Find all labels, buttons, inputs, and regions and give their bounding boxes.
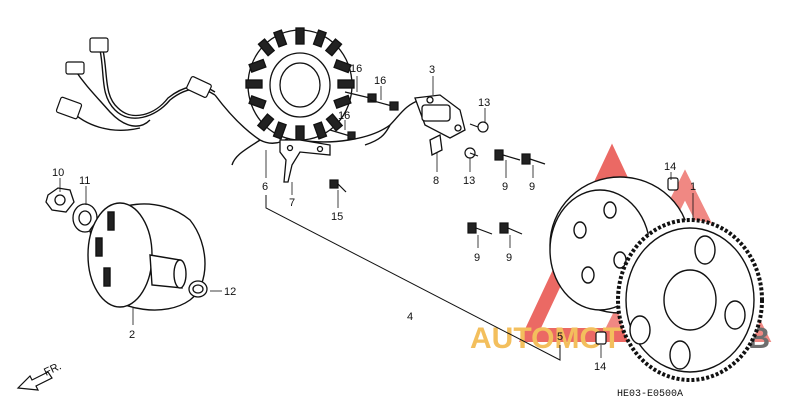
bolt-13b — [464, 147, 479, 159]
bolt-9a — [494, 149, 521, 161]
pulse-generator — [414, 94, 466, 156]
callout-14b: 14 — [594, 361, 606, 373]
callout-4: 4 — [407, 311, 413, 323]
front-direction-indicator: FR. — [16, 360, 63, 391]
o-ring — [188, 280, 208, 298]
rotor-holes — [573, 201, 627, 284]
callout-11: 11 — [79, 175, 90, 187]
callout-16a: 16 — [350, 63, 362, 75]
callout-10: 10 — [52, 167, 64, 179]
callout-14a: 14 — [664, 161, 676, 173]
leader-lines — [59, 76, 694, 358]
front-arrow-label: FR. — [42, 360, 63, 378]
dowel-pin — [595, 177, 679, 345]
bolt-9d — [499, 222, 523, 235]
connector-top — [89, 37, 109, 53]
callout-13b: 13 — [463, 175, 475, 187]
callout-labels: 1 2 3 4 5 6 7 8 9 9 9 9 10 11 12 13 13 1… — [52, 63, 696, 373]
wire-bracket — [279, 139, 331, 183]
flange-nut — [45, 187, 75, 213]
wiring-harness — [69, 49, 421, 166]
wire-clip — [186, 76, 212, 98]
callout-15: 15 — [331, 211, 343, 223]
callout-16b: 16 — [374, 75, 386, 87]
callout-3: 3 — [429, 64, 435, 76]
bolts — [329, 91, 546, 235]
bolt-9b — [521, 153, 546, 165]
callout-9b: 9 — [529, 181, 535, 193]
callout-12: 12 — [224, 286, 236, 298]
callout-9c: 9 — [474, 252, 480, 264]
flywheel-slots — [95, 211, 115, 287]
callout-2: 2 — [129, 329, 135, 341]
callout-1: 1 — [690, 181, 696, 193]
callout-13a: 13 — [478, 97, 490, 109]
callout-5: 5 — [557, 331, 563, 343]
bolt-16c — [329, 129, 356, 140]
diagram-code: HE03-E0500A — [617, 389, 683, 400]
callout-7: 7 — [289, 197, 295, 209]
bolt-13a — [469, 121, 489, 133]
connector-left — [55, 96, 83, 120]
connector-middle — [65, 61, 85, 75]
bolt-15 — [329, 179, 347, 193]
stator-teeth — [245, 27, 355, 143]
flywheel-housing — [87, 202, 206, 311]
assembly-bracket — [265, 195, 561, 361]
callout-9d: 9 — [506, 252, 512, 264]
washer — [72, 203, 98, 233]
stator-coil — [245, 27, 355, 143]
front-arrow-icon — [16, 371, 53, 391]
callout-16c: 16 — [338, 110, 350, 122]
connector-blocks — [55, 37, 212, 120]
callout-6: 6 — [262, 181, 268, 193]
callout-8: 8 — [433, 175, 439, 187]
bolt-9c — [467, 222, 493, 235]
bolt-16b — [369, 99, 399, 111]
starter-driven-gear — [616, 218, 764, 382]
bolt-16a — [344, 91, 377, 103]
gear-holes — [629, 235, 746, 370]
callout-9a: 9 — [502, 181, 508, 193]
